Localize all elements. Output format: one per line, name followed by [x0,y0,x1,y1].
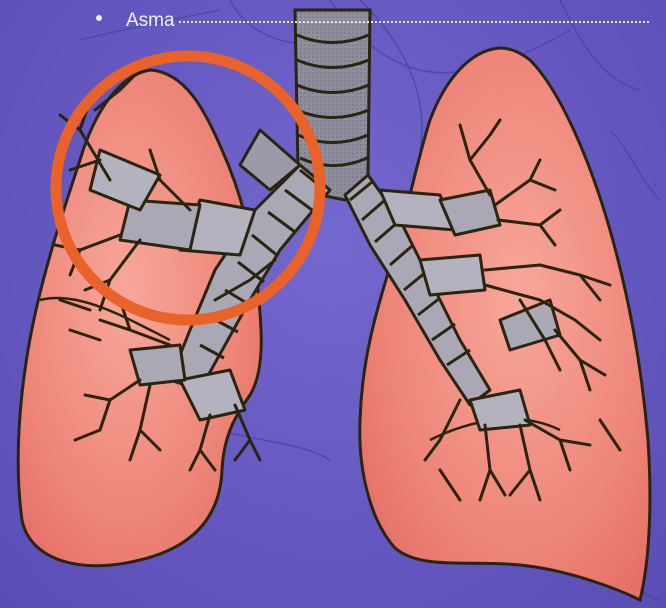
bullet-item-asma: Asma [96,10,649,32]
dot-leader [179,21,649,23]
bullet-dot [96,15,102,21]
bullet-label: Asma [126,10,175,32]
